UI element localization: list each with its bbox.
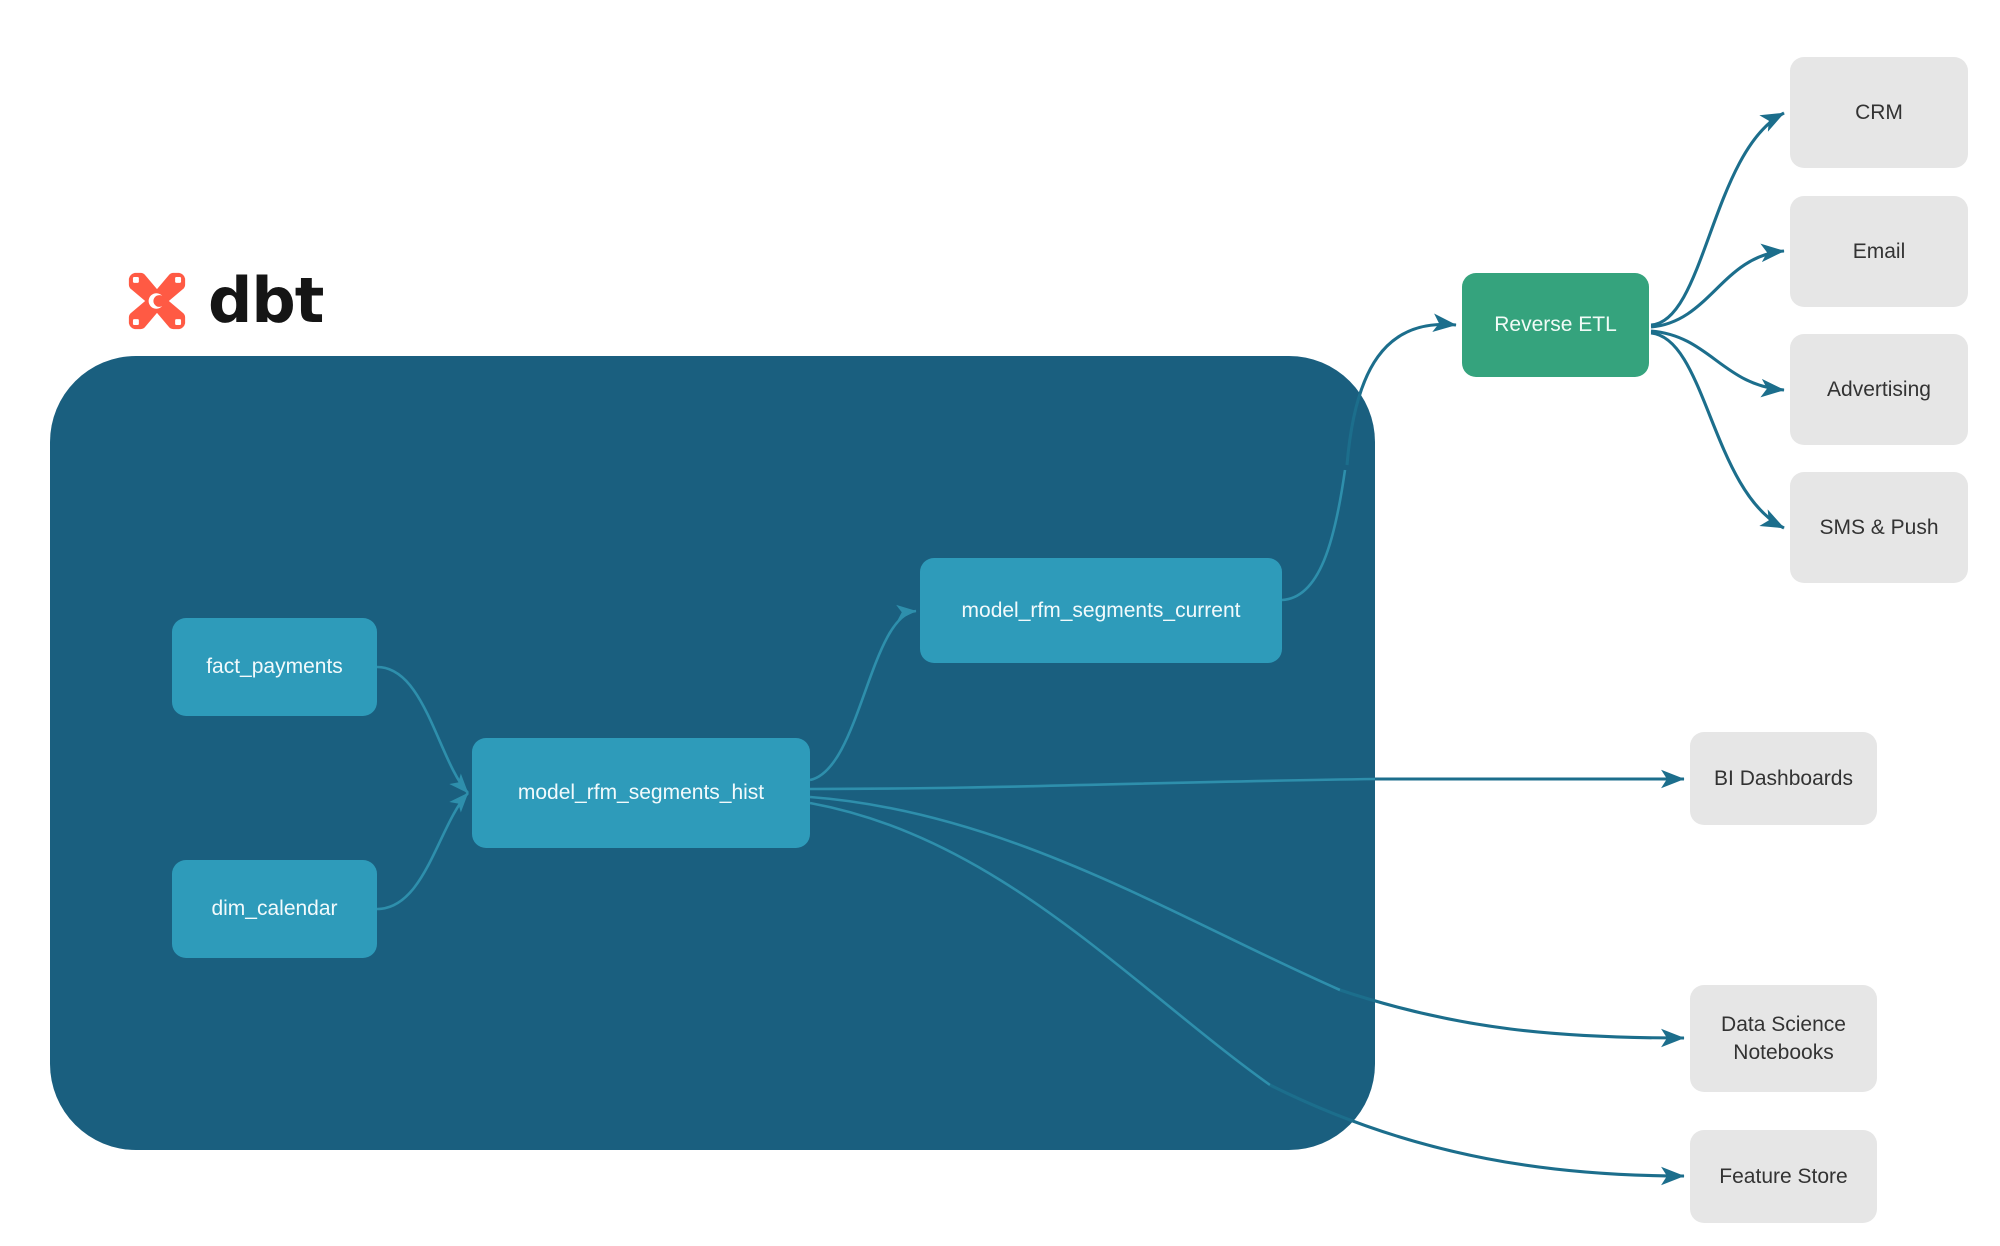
destination-label: Advertising (1827, 377, 1931, 401)
edge-reverse-etl-to-sms-push (1650, 331, 1785, 530)
model-node-fact-payments[interactable]: fact_payments (172, 618, 377, 716)
dbt-logo-icon (128, 272, 186, 330)
edge-warehouse-to-ds-notebooks (1339, 988, 1685, 1048)
destination-label: SMS & Push (1819, 515, 1939, 539)
reverse-etl-node[interactable]: Reverse ETL (1462, 273, 1649, 377)
destination-node-advertising[interactable]: Advertising (1790, 334, 1968, 445)
dbt-wordmark: dbt (208, 264, 324, 337)
destination-label: BI Dashboards (1714, 766, 1853, 790)
destination-label: Email (1852, 239, 1906, 263)
model-node-label: model_rfm_segments_hist (517, 781, 765, 804)
destination-node-crm[interactable]: CRM (1790, 57, 1968, 168)
edge-reverse-etl-to-advertising (1650, 329, 1785, 398)
destination-label-line2: Notebooks (1733, 1040, 1834, 1064)
destination-node-ds-notebooks[interactable]: Data Science Notebooks (1690, 985, 1877, 1092)
edge-reverse-etl-to-crm (1650, 111, 1785, 327)
model-node-dim-calendar[interactable]: dim_calendar (172, 860, 377, 958)
destination-label-line1: Data Science (1721, 1012, 1846, 1036)
model-node-label: dim_calendar (211, 897, 338, 920)
destination-label: Feature Store (1719, 1164, 1848, 1188)
destination-node-feature-store[interactable]: Feature Store (1690, 1130, 1877, 1223)
edge-reverse-etl-to-email (1650, 243, 1785, 329)
destination-node-bi-dashboards[interactable]: BI Dashboards (1690, 732, 1877, 825)
model-node-rfm-segments-current[interactable]: model_rfm_segments_current (920, 558, 1282, 663)
dbt-logo: dbt (120, 258, 330, 344)
model-node-label: model_rfm_segments_current (961, 598, 1241, 622)
destination-label: Data Science Notebooks (1721, 1011, 1846, 1066)
reverse-etl-label: Reverse ETL (1494, 313, 1617, 336)
model-node-label: fact_payments (206, 655, 343, 678)
destination-node-email[interactable]: Email (1790, 196, 1968, 307)
destination-label: CRM (1855, 100, 1903, 124)
destination-node-sms-push[interactable]: SMS & Push (1790, 472, 1968, 583)
model-node-rfm-segments-hist[interactable]: model_rfm_segments_hist (472, 738, 810, 848)
